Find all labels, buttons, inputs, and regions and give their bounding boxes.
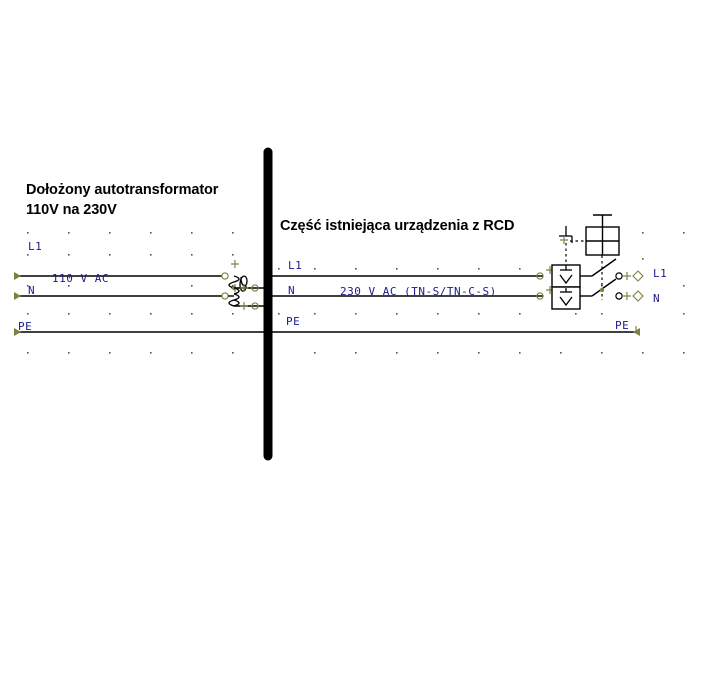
label-right-voltage: 230 V AC (TN-S/TN-C-S) <box>340 285 497 298</box>
terminal-circle-l1-in <box>221 272 229 280</box>
switch-contact-blade-n[interactable] <box>591 278 617 297</box>
left-supply-section <box>14 260 268 336</box>
source-arrow-n <box>14 292 21 300</box>
connection-marker-l1-in <box>231 260 239 268</box>
label-output-l1: L1 <box>653 267 668 280</box>
label-output-pe: PE <box>615 319 630 332</box>
heading-left-autotransformer: Dołożony autotransformator 110V na 230V <box>26 182 219 218</box>
diamond-terminal-n <box>632 290 644 302</box>
rcd-trip-linkage-node <box>599 287 605 293</box>
label-output-n: N <box>653 292 661 305</box>
source-arrow-pe <box>14 328 21 336</box>
connection-marker-n-out <box>240 302 248 310</box>
diamond-terminal-l1 <box>632 270 644 282</box>
label-right-l1: L1 <box>288 259 303 272</box>
terminal-circle-rcd-l1-in <box>536 272 544 280</box>
switch-fixed-contact-n <box>615 292 623 300</box>
label-right-pe: PE <box>286 315 301 328</box>
terminal-circle-n-out <box>251 302 259 310</box>
switch-fixed-contact-l1 <box>615 272 623 280</box>
test-button-marker <box>560 236 568 244</box>
label-left-voltage: 110 V AC <box>52 272 109 285</box>
label-left-l1: L1 <box>28 240 43 253</box>
source-arrow-l1 <box>14 272 21 280</box>
rcd-device[interactable] <box>551 214 644 310</box>
switch-contact-blade-l1[interactable] <box>591 258 617 277</box>
connection-marker-out-n <box>623 292 631 300</box>
connection-marker-out-l1 <box>623 272 631 280</box>
right-installation-section <box>268 266 640 336</box>
connection-marker-tap-out <box>240 284 248 292</box>
label-left-pe: PE <box>18 320 33 333</box>
rcd-sensor-cell-lower <box>551 286 581 310</box>
label-left-n: N <box>28 284 36 297</box>
rcd-test-button[interactable] <box>559 226 573 266</box>
terminal-circle-n-in <box>221 292 229 300</box>
autotransformer-winding-top <box>228 275 240 295</box>
terminal-circle-rcd-n-in <box>536 292 544 300</box>
terminal-circle-tap-out <box>251 284 259 292</box>
rcd-sensor-lower-glyph <box>559 288 573 307</box>
rcd-sensor-upper-glyph <box>559 266 573 285</box>
heading-right-existing-rcd: Część istniejąca urządzenia z RCD <box>280 218 515 234</box>
autotransformer-winding-bottom <box>228 293 240 307</box>
label-right-n: N <box>288 284 296 297</box>
